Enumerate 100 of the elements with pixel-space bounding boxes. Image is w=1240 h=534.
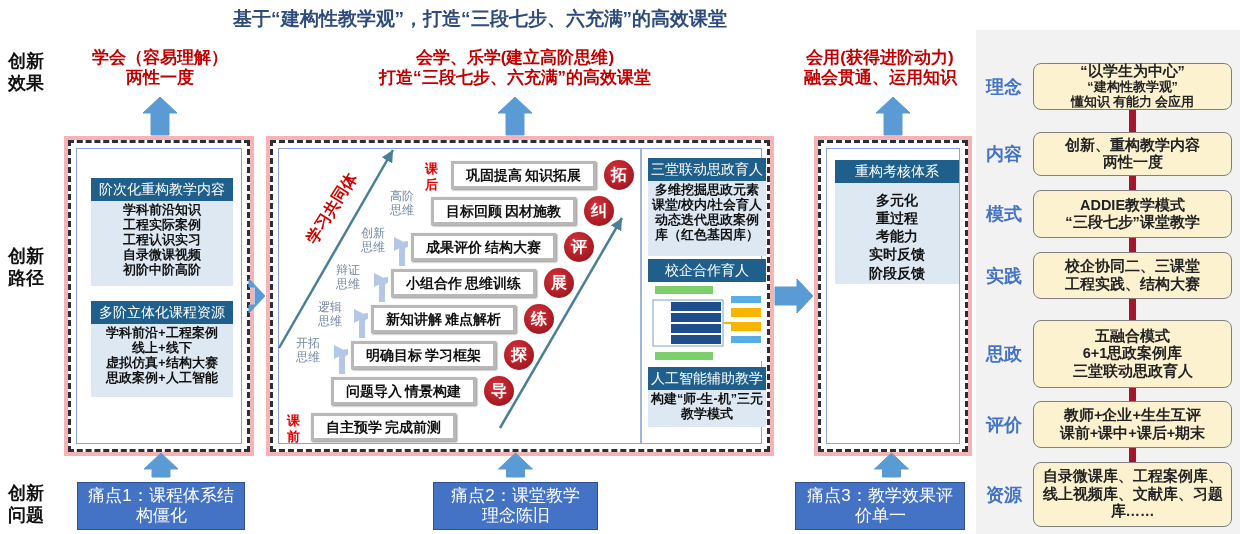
step-badge: 评	[564, 232, 594, 262]
step-box	[371, 305, 516, 333]
thinking-label: 辩证思维	[336, 263, 361, 291]
card-text: 学科前沿知识	[122, 202, 202, 217]
step-box	[351, 341, 496, 369]
concept-text: “建构性教学观”	[1086, 80, 1178, 95]
card-text: 自录微课视频	[122, 247, 202, 262]
row-label: 实践	[985, 264, 1023, 287]
row-label: 内容	[985, 143, 1023, 165]
concept-text: 工程实践、结构大赛	[1064, 275, 1201, 293]
step-badge: 拓	[604, 160, 634, 190]
row-label: 理念	[984, 75, 1023, 98]
title: 基于“建构性教学观”，打造“三段七步、六充满”的高效课堂	[232, 7, 728, 31]
card-text: 构建“师-生-机”三元教学模式	[650, 391, 764, 422]
concept-text: ADDIE教学模式	[1078, 196, 1187, 214]
effect-text: 融会贯通、运用知识	[802, 68, 959, 89]
row-heading: 创新效果	[8, 50, 45, 94]
thinking-label: 创新思维	[361, 226, 386, 254]
concept-text: “以学生为中心”	[1079, 62, 1186, 80]
section-header: 重构考核体系	[835, 160, 959, 183]
step-badge: 展	[544, 268, 574, 298]
step-label: 巩固提高 知识拓展	[465, 166, 582, 184]
step-badge: 练	[524, 304, 554, 334]
stage-label: 课前	[287, 413, 301, 445]
problem-label: 痛点2：课堂教学理念陈旧	[450, 485, 581, 527]
problem-box	[433, 482, 598, 530]
concept-text: 懂知识 有能力 会应用	[1069, 95, 1196, 111]
content-card	[648, 367, 766, 427]
card-text: 重过程	[875, 209, 919, 228]
card-text: 库（红色基因库）	[654, 227, 760, 243]
content-card	[648, 158, 766, 256]
card-text: 思政案例+人工智能	[104, 370, 219, 386]
concept-text: 三堂联动思政育人	[1071, 362, 1194, 381]
section-header: 三堂联动思政育人	[648, 158, 766, 181]
row-label: 资源	[985, 483, 1023, 506]
step-box	[431, 197, 576, 225]
card-text: 课堂/校内/社会育人	[650, 197, 764, 212]
card-text: 工程实际案例	[122, 217, 202, 233]
step-box	[451, 161, 596, 189]
step-label: 问题导入 情景构建	[345, 382, 462, 400]
step-label: 明确目标 学习框架	[365, 346, 482, 364]
card-text: 动态迭代思政案例	[654, 212, 760, 228]
section-header: 人工智能辅助教学	[648, 367, 766, 390]
effect-text: 打造“三段七步、六充满”的高效课堂	[377, 68, 652, 89]
concept-box	[1033, 320, 1232, 388]
card-text: 阶段反馈	[868, 263, 926, 282]
concept-box	[1033, 462, 1232, 527]
concept-box	[1033, 401, 1232, 448]
row-label: 思政	[984, 343, 1023, 365]
problem-label: 痛点1：课程体系结构僵化	[88, 485, 234, 527]
thinking-label: 逻辑思维	[318, 300, 343, 328]
card-text: 考能力	[875, 227, 919, 246]
card-text: 初阶中阶高阶	[122, 262, 202, 278]
effect-text: 会用(获得进阶动力)	[805, 48, 955, 68]
step-label: 自主预学 完成前测	[325, 418, 442, 436]
effect-text: 会学、乐学(建立高阶思维)	[414, 48, 616, 68]
row-label: 模式	[984, 203, 1023, 225]
content-card	[91, 301, 233, 397]
thinking-label: 高阶思维	[390, 189, 415, 217]
card-text: 学科前沿+工程案例	[105, 325, 219, 341]
step-box	[391, 269, 536, 297]
step-label: 成果评价 结构大赛	[425, 238, 542, 256]
step-box	[331, 377, 476, 405]
step-badge: 导	[484, 376, 514, 406]
section-header: 校企合作育人	[648, 259, 766, 282]
concept-text: 6+1思政案例库	[1081, 345, 1184, 363]
concept-text: 校企协同二、三课堂	[1063, 258, 1201, 276]
concept-box	[1033, 252, 1232, 299]
concept-text: 课前+课中+课后+期末	[1058, 424, 1207, 442]
step-label: 小组合作 思维训练	[405, 274, 522, 292]
concept-box	[1033, 190, 1232, 238]
step-badge: 探	[504, 340, 534, 370]
concept-text: 创新、重构教学内容	[1064, 136, 1201, 154]
row-label: 评价	[984, 413, 1023, 436]
card-text: 虚拟仿真+结构大赛	[105, 355, 219, 370]
row-heading: 创新路径	[8, 245, 45, 289]
content-card	[835, 160, 959, 284]
card-text: 实时反馈	[868, 245, 926, 264]
content-card	[648, 259, 766, 361]
step-label: 目标回顾 因材施教	[445, 202, 562, 220]
thinking-label: 开拓思维	[296, 336, 321, 364]
content-card	[91, 178, 233, 286]
step-badge: 纠	[584, 196, 614, 226]
concept-box	[1033, 63, 1232, 110]
card-text: 多维挖掘思政元素	[654, 182, 760, 197]
card-text: 工程认识实习	[122, 232, 202, 248]
concept-text: 两性一度	[1101, 154, 1164, 172]
effect-text: 学会（容易理解）	[91, 48, 229, 68]
concept-text: 五融合模式	[1094, 327, 1171, 345]
step-label: 新知讲解 难点解析	[385, 310, 502, 328]
section-header: 阶次化重构教学内容	[91, 178, 233, 201]
concept-text: “三段七步”课堂教学	[1064, 214, 1201, 232]
row-heading: 创新问题	[8, 482, 45, 526]
step-box	[411, 233, 556, 261]
section-header: 多阶立体化课程资源	[91, 301, 233, 324]
card-text: 线上+线下	[131, 340, 193, 356]
problem-box	[77, 482, 245, 530]
problem-label: 痛点3：教学效果评价单一	[806, 485, 954, 527]
effect-text: 两性一度	[125, 68, 195, 89]
stage-label: 课后	[425, 161, 439, 193]
